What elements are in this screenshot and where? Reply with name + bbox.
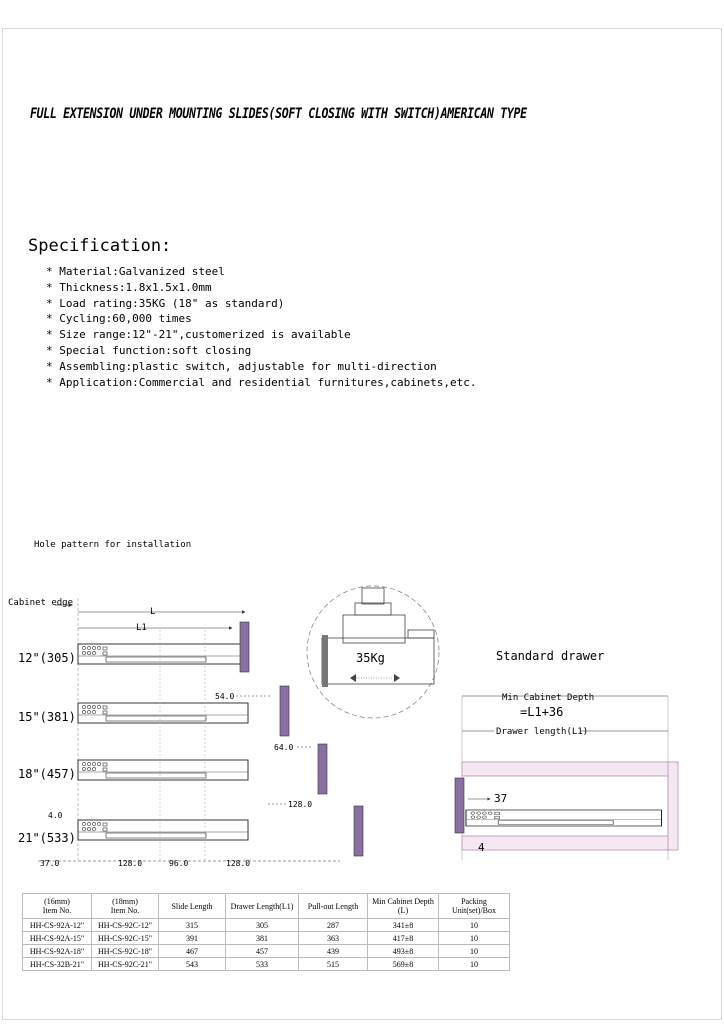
cabinet-bottom [461, 835, 671, 851]
table-cell: HH-CS-92C-12" [91, 918, 159, 932]
dimension-37: 37.0 [40, 859, 59, 868]
table-cell: 287 [298, 918, 368, 932]
spec-item: Assembling:plastic switch, adjustable fo… [46, 359, 476, 375]
size-label: 12"(305) [18, 651, 76, 665]
table-cell: 439 [298, 944, 368, 958]
table-cell: HH-CS-92A-15" [22, 931, 92, 945]
slide-18 [77, 759, 249, 781]
table-row: HH-CS-92A-12" HH-CS-92C-12" 315 305 287 … [22, 918, 510, 932]
table-cell: HH-CS-92A-12" [22, 918, 92, 932]
table-cell: 533 [225, 957, 299, 971]
table-cell: HH-CS-32B-21" [22, 957, 92, 971]
slide-21 [77, 819, 249, 841]
table-cell: 10 [438, 918, 510, 932]
right-slide [465, 809, 663, 827]
dimension-96: 96.0 [169, 859, 188, 868]
table-cell: 381 [225, 931, 299, 945]
dimension-L1: L1 [136, 623, 147, 633]
size-label: 21"(533) [18, 831, 76, 845]
header-cell: Pull-out Length [298, 893, 368, 919]
dimension-4: 4.0 [48, 811, 63, 820]
table-cell: 569±8 [367, 957, 439, 971]
dimension-64: 64.0 [274, 743, 293, 752]
table-cell: 493±8 [367, 944, 439, 958]
right-dim-4: 4 [478, 841, 485, 854]
table-cell: 515 [298, 957, 368, 971]
slide-12 [77, 643, 249, 665]
cabinet-top [461, 761, 671, 777]
table-cell: 363 [298, 931, 368, 945]
header-cell: Packing Unit(set)/Box [438, 893, 510, 919]
table-cell: HH-CS-92C-15" [91, 931, 159, 945]
spec-item: Cycling:60,000 times [46, 311, 476, 327]
page-frame [2, 28, 722, 1020]
table-cell: HH-CS-92A-18" [22, 944, 92, 958]
page-title: FULL EXTENSION UNDER MOUNTING SLIDES(SOF… [30, 104, 527, 122]
spec-item: Thickness:1.8x1.5x1.0mm [46, 280, 476, 296]
table-cell: HH-CS-92C-18" [91, 944, 159, 958]
table-row: HH-CS-92A-18" HH-CS-92C-18" 467 457 439 … [22, 944, 510, 958]
load-detail-circle [306, 585, 440, 719]
size-label: 18"(457) [18, 767, 76, 781]
header-cell: Slide Length [158, 893, 226, 919]
hole-pattern-label: Hole pattern for installation [34, 540, 192, 550]
spec-item: Size range:12"-21",customerized is avail… [46, 327, 476, 343]
spec-item: Application:Commercial and residential f… [46, 375, 476, 391]
dimension-128-top: 128.0 [288, 800, 312, 809]
table-cell: 457 [225, 944, 299, 958]
min-cabinet-depth-label: Min Cabinet Depth [502, 693, 594, 703]
table-cell: 10 [438, 931, 510, 945]
specification-table: (16mm)Item No. (18mm)Item No. Slide Leng… [22, 893, 510, 971]
table-cell: 467 [158, 944, 226, 958]
spec-item: Material:Galvanized steel [46, 264, 476, 280]
slide-15 [77, 702, 249, 724]
table-cell: 10 [438, 944, 510, 958]
table-cell: 391 [158, 931, 226, 945]
cabinet-edge-label: Cabinet edge [8, 598, 73, 608]
header-cell: (18mm)Item No. [91, 893, 159, 919]
table-cell: HH-CS-92C-21" [91, 957, 159, 971]
dimension-128-a: 128.0 [118, 859, 142, 868]
table-cell: 417±8 [367, 931, 439, 945]
specification-list: Material:Galvanized steel Thickness:1.8x… [46, 264, 476, 390]
header-cell: (16mm)Item No. [22, 893, 92, 919]
size-label: 15"(381) [18, 710, 76, 724]
table-cell: 315 [158, 918, 226, 932]
depth-formula: =L1+36 [520, 705, 563, 719]
table-row: HH-CS-32B-21" HH-CS-92C-21" 543 533 515 … [22, 957, 510, 971]
table-cell: 341±8 [367, 918, 439, 932]
table-cell: 305 [225, 918, 299, 932]
spec-item: Load rating:35KG (18" as standard) [46, 296, 476, 312]
header-cell: Drawer Length(L1) [225, 893, 299, 919]
dimension-L: L [150, 607, 155, 617]
drawer-length-label: Drawer length(L1) [496, 727, 588, 737]
specification-heading: Specification: [28, 236, 172, 256]
installation-diagram: Cabinet edge L L1 12"(305) 15"(381) 54.0… [8, 585, 679, 868]
dimension-128-b: 128.0 [226, 859, 250, 868]
table-cell: 543 [158, 957, 226, 971]
table-row: HH-CS-92A-15" HH-CS-92C-15" 391 381 363 … [22, 931, 510, 945]
standard-drawer-label: Standard drawer [496, 649, 604, 663]
header-cell: Min Cabinet Depth (L) [367, 893, 439, 919]
right-dim-37: 37 [494, 792, 507, 805]
table-cell: 10 [438, 957, 510, 971]
spec-item: Special function:soft closing [46, 343, 476, 359]
dimension-54: 54.0 [215, 692, 234, 701]
load-value: 35Kg [356, 651, 385, 665]
